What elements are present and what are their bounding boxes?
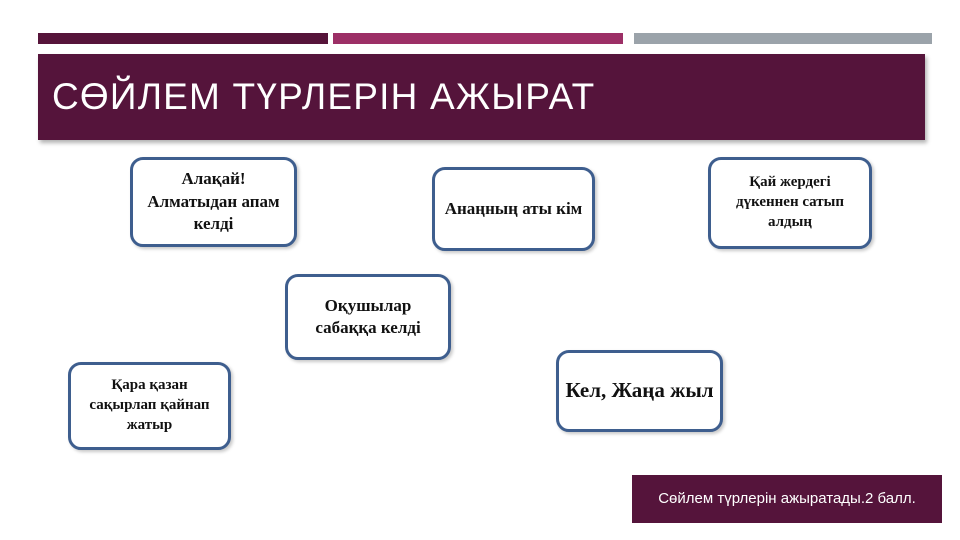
sentence-box-kara-kazan-label: Қара қазан сақырлап қайнап жатыр [89, 377, 210, 433]
score-banner: Сөйлем түрлерін ажыратады.2 балл. [632, 475, 942, 523]
sentence-box-kel-zhana-zhyl-label: Кел, Жаңа жыл [565, 378, 714, 403]
score-banner-label: Сөйлем түрлерін ажыратады.2 балл. [658, 489, 916, 507]
accent-bar-magenta [333, 33, 623, 44]
sentence-box-kai-label: Қай жердегі дүкеннен сатып алдың [735, 174, 845, 230]
sentence-box-okushylar[interactable]: Оқушылар сабаққа келді [285, 274, 451, 360]
sentence-box-kel-zhana-zhyl[interactable]: Кел, Жаңа жыл [556, 350, 723, 432]
sentence-box-kara-kazan[interactable]: Қара қазан сақырлап қайнап жатыр [68, 362, 231, 450]
accent-bar-dark-maroon [38, 33, 328, 44]
slide-title: СӨЙЛЕМ ТҮРЛЕРІН АЖЫРАТ [52, 76, 596, 117]
sentence-box-anan-label: Анаңның аты кім [444, 198, 583, 218]
sentence-box-alakai-label: Алақай! Алматыдан апам келді [147, 169, 280, 234]
accent-bar-gray [634, 33, 932, 44]
title-panel: СӨЙЛЕМ ТҮРЛЕРІН АЖЫРАТ [38, 54, 925, 140]
sentence-box-anan[interactable]: Анаңның аты кім [432, 167, 595, 251]
sentence-box-alakai[interactable]: Алақай! Алматыдан апам келді [130, 157, 297, 247]
sentence-box-okushylar-label: Оқушылар сабаққа келді [315, 295, 421, 337]
sentence-box-kai[interactable]: Қай жердегі дүкеннен сатып алдың [708, 157, 872, 249]
